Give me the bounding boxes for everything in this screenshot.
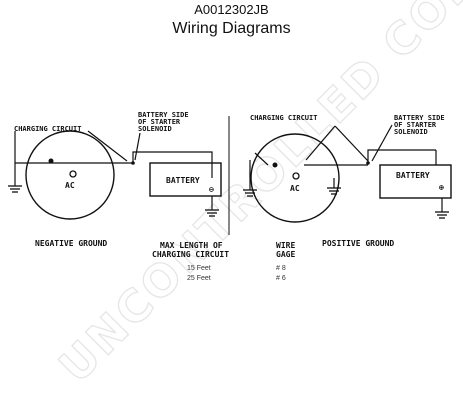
pos-battery-side-label-2: OF STARTER bbox=[394, 121, 437, 129]
neg-alternator bbox=[25, 130, 115, 220]
positive-ground-caption: POSITIVE GROUND bbox=[322, 239, 394, 248]
table-row-1-gage: # 8 bbox=[276, 265, 286, 272]
pos-battery-side-label-1: BATTERY SIDE bbox=[394, 114, 445, 122]
pos-charging-circuit-label: CHARGING CIRCUIT bbox=[250, 114, 317, 122]
neg-alternator-label: AC bbox=[65, 181, 75, 190]
neg-battery-side-label-2: OF STARTER bbox=[138, 118, 181, 126]
table-row-2-length: 25 Feet bbox=[187, 275, 211, 282]
neg-battery-side-label-3: SOLENOID bbox=[138, 125, 172, 133]
part-number: A0012302JB bbox=[194, 2, 269, 17]
table-header-gage-1: WIRE bbox=[276, 241, 295, 250]
pos-battery-positive: ⊕ bbox=[439, 183, 444, 192]
table-row-2-gage: # 6 bbox=[276, 275, 286, 282]
wire-gage-table: MAX LENGTH OF CHARGING CIRCUIT WIRE GAGE… bbox=[152, 241, 295, 282]
neg-charging-circuit-label: CHARGING CIRCUIT bbox=[14, 125, 81, 133]
negative-ground-diagram: CHARGING CIRCUIT BATTERY SIDE OF STARTER… bbox=[8, 111, 222, 248]
table-header-gage-2: GAGE bbox=[276, 250, 295, 259]
neg-battery-side-label-1: BATTERY SIDE bbox=[138, 111, 189, 119]
pos-ground-symbol-alternator bbox=[327, 187, 341, 195]
neg-ground-symbol-battery bbox=[205, 209, 219, 217]
pos-alternator-terminal bbox=[272, 162, 278, 168]
document-title: Wiring Diagrams bbox=[172, 20, 291, 37]
watermark: UNCONTROLLED COPY bbox=[50, 0, 463, 393]
pos-battery bbox=[379, 164, 452, 199]
neg-alternator-terminal bbox=[48, 158, 54, 164]
pos-battery-side-label-3: SOLENOID bbox=[394, 128, 428, 136]
neg-alternator-output-terminal bbox=[69, 170, 77, 178]
pos-ground-symbol-battery bbox=[435, 211, 449, 219]
neg-battery-negative: ⊖ bbox=[209, 185, 214, 194]
pos-battery-label: BATTERY bbox=[396, 171, 430, 180]
positive-ground-diagram: CHARGING CIRCUIT BATTERY SIDE OF STARTER… bbox=[243, 114, 452, 248]
pos-alternator-label: AC bbox=[290, 184, 300, 193]
neg-battery-label: BATTERY bbox=[166, 176, 200, 185]
neg-ground-symbol-left bbox=[8, 185, 22, 193]
pos-alternator-output-terminal bbox=[292, 172, 300, 180]
negative-ground-caption: NEGATIVE GROUND bbox=[35, 239, 107, 248]
pos-alternator bbox=[250, 133, 340, 223]
pos-ground-symbol-left bbox=[243, 189, 257, 197]
neg-battery bbox=[149, 162, 222, 197]
table-header-length-2: CHARGING CIRCUIT bbox=[152, 250, 229, 259]
table-header-length-1: MAX LENGTH OF bbox=[160, 241, 223, 250]
table-row-1-length: 15 Feet bbox=[187, 265, 211, 272]
